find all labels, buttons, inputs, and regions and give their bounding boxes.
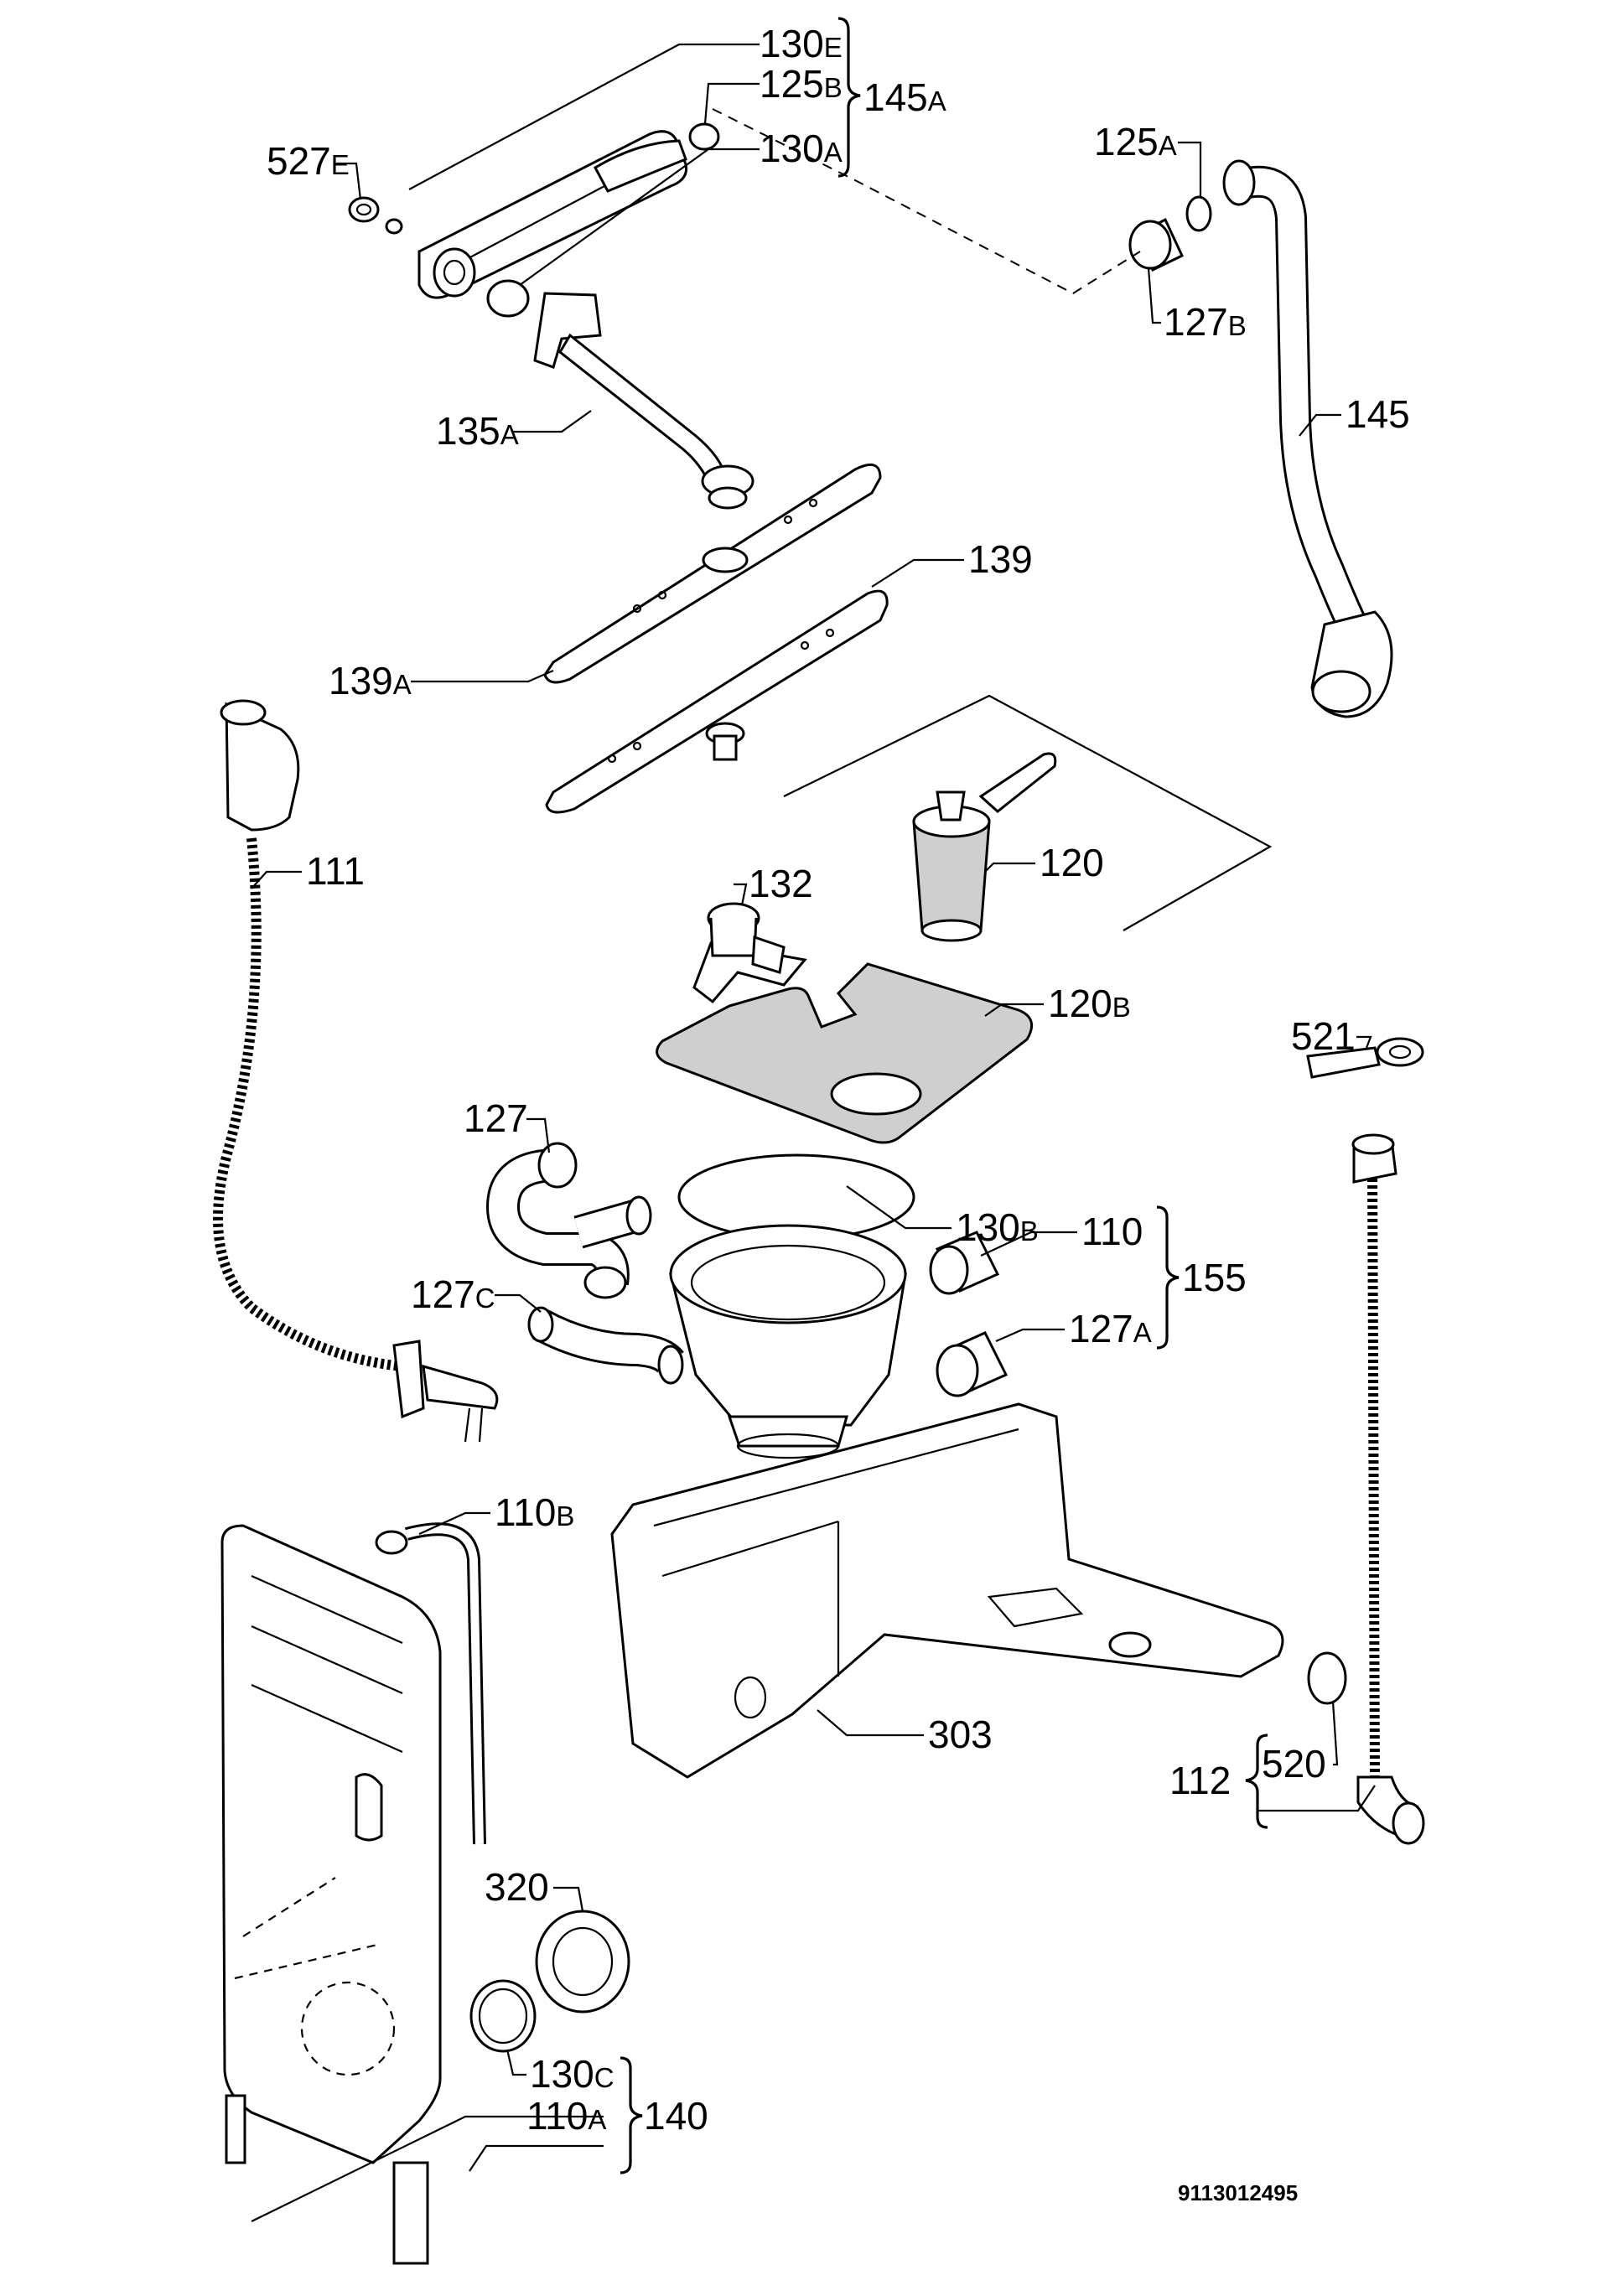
svg-text:527E: 527E	[267, 139, 350, 183]
callout-130c: 130C	[530, 2052, 614, 2096]
flat-filter-120b	[656, 962, 1034, 1144]
callout-110a: 110A	[526, 2094, 606, 2138]
svg-text:303: 303	[928, 1713, 993, 1756]
micro-filter-120	[912, 752, 1057, 942]
svg-text:111: 111	[306, 849, 365, 893]
svg-text:127C: 127C	[411, 1272, 495, 1316]
sump	[669, 1224, 907, 1459]
svg-text:130E: 130E	[760, 22, 843, 65]
callout-120: 120	[1040, 841, 1104, 884]
callout-140: 140	[644, 2094, 708, 2138]
document-number: 9113012495	[1178, 2180, 1298, 2205]
svg-text:145A: 145A	[863, 75, 946, 119]
spray-arm-139a	[543, 463, 882, 684]
callout-110b: 110B	[495, 1490, 574, 1534]
upper-spray-arm	[417, 130, 688, 299]
drain-hose-112	[1351, 1133, 1425, 1845]
svg-text:125B: 125B	[760, 62, 843, 106]
callout-132: 132	[749, 862, 813, 905]
callout-130b: 130B	[956, 1205, 1039, 1249]
svg-text:110A: 110A	[526, 2094, 606, 2138]
part-132	[692, 902, 807, 1004]
callout-145a: 145A	[863, 75, 946, 119]
svg-text:135A: 135A	[436, 409, 519, 453]
callout-139a: 139A	[329, 659, 412, 702]
seal-125a	[1185, 195, 1212, 232]
side-panel-140	[220, 1524, 442, 2265]
svg-text:110: 110	[1081, 1210, 1143, 1253]
brace-140	[620, 2056, 643, 2174]
callout-110: 110	[1081, 1210, 1143, 1253]
water-conduit-135a	[533, 292, 754, 510]
ring-130c	[469, 1979, 537, 2053]
small-seal-ring	[385, 218, 403, 235]
hose-145	[1222, 159, 1393, 718]
svg-text:139: 139	[968, 537, 1033, 581]
callout-111: 111	[306, 849, 365, 893]
clip-520	[1307, 1651, 1347, 1705]
brace-112	[1245, 1734, 1268, 1829]
coupling-110	[929, 1231, 1000, 1295]
callout-127c: 127C	[411, 1272, 495, 1316]
callout-127b: 127B	[1164, 300, 1247, 344]
svg-text:320: 320	[485, 1865, 549, 1909]
svg-text:112: 112	[1169, 1759, 1231, 1802]
svg-text:127: 127	[464, 1096, 528, 1140]
svg-text:139A: 139A	[329, 659, 412, 702]
leader-lines	[251, 43, 1376, 2222]
svg-text:130A: 130A	[760, 127, 843, 170]
spray-arm-139	[545, 589, 889, 814]
callout-127a: 127A	[1069, 1307, 1152, 1350]
seal-320	[535, 1910, 630, 2014]
svg-text:110B: 110B	[495, 1490, 574, 1534]
callout-521: 521	[1291, 1014, 1356, 1058]
svg-text:127B: 127B	[1164, 300, 1247, 344]
hose-110b	[375, 1522, 486, 1845]
base-tub-303	[610, 1402, 1284, 1779]
callout-112: 112	[1169, 1759, 1231, 1802]
svg-text:145: 145	[1346, 392, 1410, 436]
svg-text:155: 155	[1182, 1256, 1247, 1299]
svg-text:120: 120	[1040, 841, 1104, 884]
callout-130e: 130E	[760, 22, 843, 65]
callout-130a: 130A	[760, 127, 843, 170]
coupling-127a	[936, 1331, 1009, 1397]
callout-303: 303	[928, 1713, 993, 1756]
callout-125a: 125A	[1094, 120, 1177, 163]
inlet-hose-111	[213, 699, 499, 1443]
brace-155	[1156, 1205, 1180, 1350]
nut-527e	[348, 196, 380, 223]
svg-text:130C: 130C	[530, 2052, 614, 2096]
callout-145: 145	[1346, 392, 1410, 436]
connector-127b	[1128, 217, 1184, 272]
svg-text:521: 521	[1291, 1014, 1356, 1058]
svg-text:132: 132	[749, 862, 813, 905]
callout-520: 520	[1262, 1742, 1326, 1785]
callout-127: 127	[464, 1096, 528, 1140]
callout-125b: 125B	[760, 62, 843, 106]
seal-ring-125b	[688, 122, 720, 151]
filter-group-outline	[783, 694, 1273, 931]
callout-139: 139	[968, 537, 1033, 581]
callout-135a: 135A	[436, 409, 519, 453]
svg-text:140: 140	[644, 2094, 708, 2138]
part-521	[1306, 1037, 1424, 1079]
callout-120b: 120B	[1048, 982, 1131, 1025]
callout-527e: 527E	[267, 139, 350, 183]
pipe-127	[485, 1142, 652, 1299]
svg-text:125A: 125A	[1094, 120, 1177, 163]
svg-text:520: 520	[1262, 1742, 1326, 1785]
seal-ring-130a	[486, 279, 530, 318]
svg-text:120B: 120B	[1048, 982, 1131, 1025]
callout-155: 155	[1182, 1256, 1247, 1299]
svg-text:130B: 130B	[956, 1205, 1039, 1249]
pipe-127c	[527, 1306, 684, 1385]
callout-320: 320	[485, 1865, 549, 1909]
brace-145a	[837, 17, 861, 178]
svg-text:127A: 127A	[1069, 1307, 1152, 1350]
